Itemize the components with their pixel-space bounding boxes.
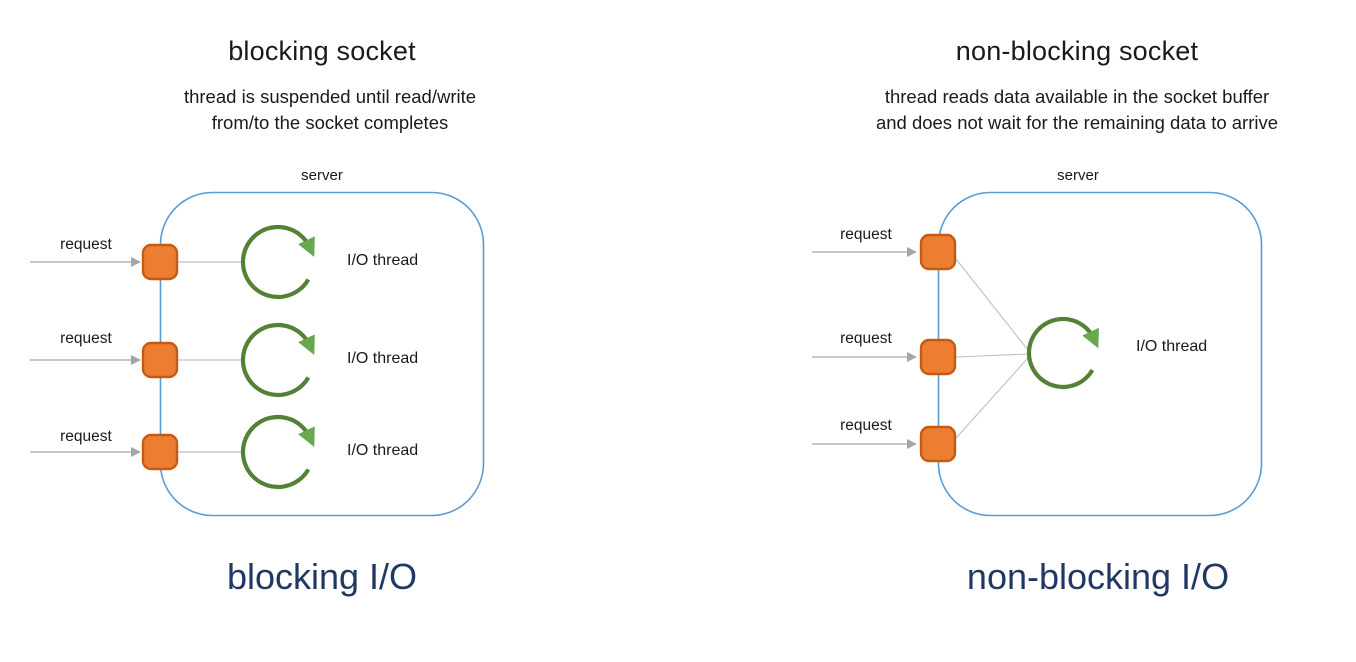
left-server-label: server [301, 167, 343, 184]
server-box-left [159, 191, 485, 517]
left-panel-title: blocking socket [228, 36, 416, 66]
right-server-label: server [1057, 167, 1099, 184]
left-io-thread-label-2: I/O thread [347, 350, 419, 367]
socket-square [919, 233, 957, 271]
connector-line [955, 353, 1029, 358]
connector-line [955, 357, 1029, 439]
left-request-label-1: request [60, 236, 112, 253]
thread-loops-right [1026, 316, 1099, 389]
left-request-label-3: request [60, 428, 112, 445]
connector-line [955, 258, 1029, 351]
socket-square [919, 338, 957, 376]
thread-loops-left [240, 224, 315, 490]
right-request-label-1: request [840, 226, 892, 243]
left-caption: blocking I/O [226, 556, 418, 597]
right-panel-subtitle: thread reads data available in the socke… [875, 86, 1279, 133]
right-io-thread-label: I/O thread [1136, 338, 1208, 355]
request-arrows-right [812, 247, 917, 449]
sockets-right [919, 233, 957, 463]
connectors-right [955, 258, 1029, 439]
right-panel-title: non-blocking socket [955, 36, 1199, 66]
thread-loop-icon [240, 224, 315, 300]
sockets-left [141, 243, 179, 471]
left-io-thread-label-3: I/O thread [347, 442, 419, 459]
socket-square [141, 433, 179, 471]
right-request-label-2: request [840, 330, 892, 347]
server-box-right [937, 191, 1263, 517]
right-caption: non-blocking I/O [966, 556, 1230, 597]
request-arrows-left [30, 257, 141, 457]
left-panel-subtitle: thread is suspended until read/write fro… [183, 86, 477, 133]
thread-loop-icon [240, 414, 315, 490]
left-io-thread-label-1: I/O thread [347, 252, 419, 269]
thread-loop-icon [240, 322, 315, 398]
left-request-label-2: request [60, 330, 112, 347]
socket-square [141, 243, 179, 281]
socket-square [141, 341, 179, 379]
connectors-left [178, 261, 242, 453]
socket-square [919, 425, 957, 463]
thread-loop-icon [1026, 316, 1099, 389]
right-request-label-3: request [840, 417, 892, 434]
